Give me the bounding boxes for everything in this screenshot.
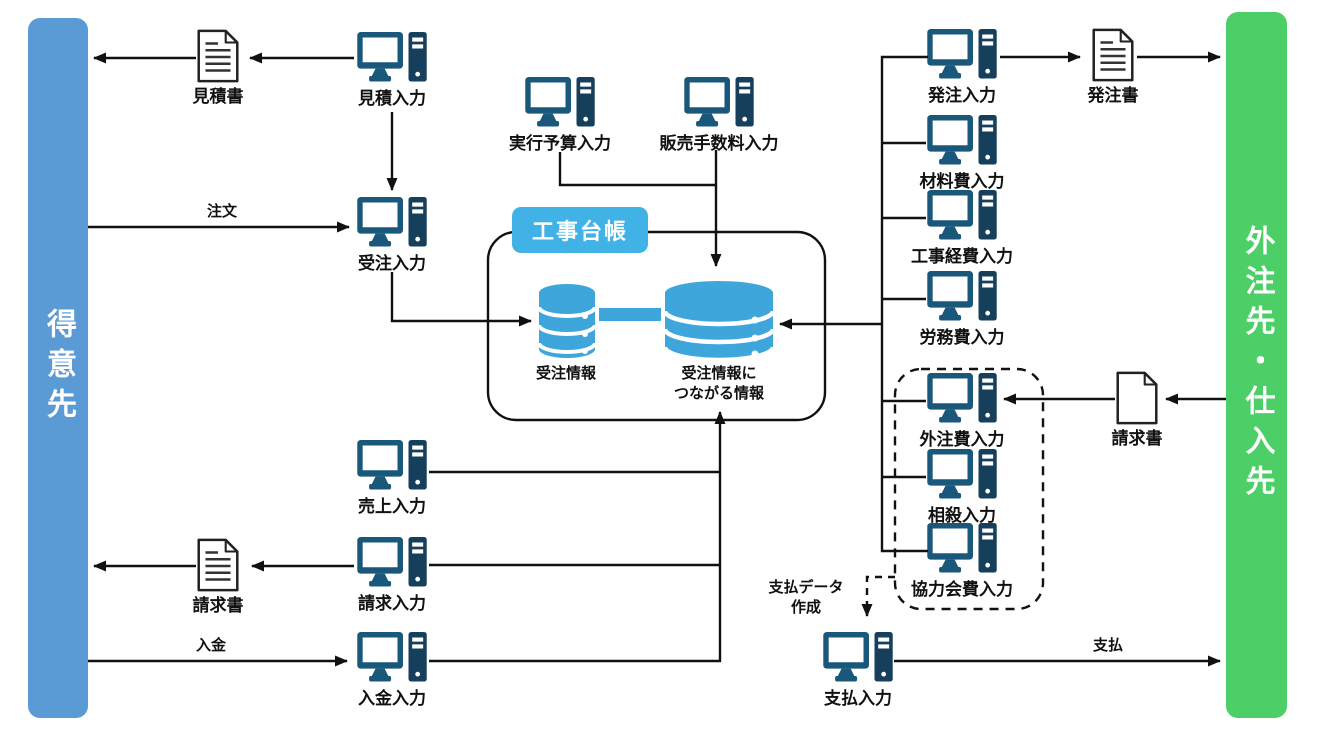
- document-invoice-to-customer: 請求書: [163, 538, 273, 615]
- terminal-offset-input: 相殺入力: [887, 449, 1037, 525]
- terminal-label: 受注入力: [358, 254, 426, 273]
- terminal-payment-input: 支払入力: [783, 632, 933, 708]
- document-lined-icon: [1091, 28, 1135, 82]
- terminal-label: 売上入力: [358, 497, 426, 516]
- flow-label-deposit: 入金: [195, 637, 226, 654]
- terminal-deposit-input: 入金入力: [317, 632, 467, 708]
- db-small-label: 受注情報: [535, 365, 596, 382]
- flow-label-payment: 支払: [1092, 637, 1123, 654]
- flow-label-order: 注文: [206, 203, 237, 220]
- computer-icon: [822, 632, 894, 687]
- terminal-label: 販売手数料入力: [659, 134, 779, 153]
- document-lined-icon: [196, 29, 240, 83]
- db-big-label-line2: つながる情報: [673, 385, 764, 402]
- subcontractor-supplier-bar: 外注先・仕入先: [1226, 12, 1287, 718]
- terminal-label: 実行予算入力: [509, 134, 611, 153]
- computer-icon: [356, 440, 428, 495]
- subcontractor-supplier-bar-label: 外注先・仕入先: [1240, 225, 1274, 505]
- computer-icon: [926, 29, 998, 84]
- arrow-order-input-to-order-db: [390, 272, 532, 327]
- terminal-labor-cost-input: 労務費入力: [887, 271, 1037, 347]
- document-plain-icon: [1115, 371, 1159, 425]
- customer-bar: 得意先: [28, 18, 88, 718]
- terminal-label: 協力会費入力: [911, 580, 1013, 599]
- document-purchase-order: 発注書: [1058, 28, 1168, 105]
- computer-icon: [356, 537, 428, 592]
- terminal-label: 発注入力: [928, 86, 996, 105]
- terminal-label: 労務費入力: [919, 328, 1005, 347]
- flow-label-payment-data-line1: 支払データ: [768, 579, 844, 596]
- terminal-partner-fee-input: 協力会費入力: [887, 523, 1037, 599]
- terminal-label: 外注費入力: [919, 430, 1005, 449]
- terminal-label: 工事経費入力: [911, 247, 1013, 266]
- terminal-label: 材料費入力: [919, 172, 1005, 191]
- customer-bar-label: 得意先: [42, 308, 75, 428]
- computer-icon: [524, 77, 596, 132]
- terminal-material-cost-input: 材料費入力: [887, 115, 1037, 191]
- terminal-purchase-order-input: 発注入力: [887, 29, 1037, 105]
- document-lined-icon: [196, 538, 240, 592]
- terminal-estimate-input: 見積入力: [317, 32, 467, 108]
- document-invoice-from-supplier: 請求書: [1082, 371, 1192, 448]
- terminal-sales-commission-input: 販売手数料入力: [644, 77, 794, 153]
- document-estimate: 見積書: [163, 29, 273, 106]
- computer-icon: [926, 190, 998, 245]
- arrow-left-feeds-to-ledger: [429, 411, 726, 663]
- computer-icon: [926, 373, 998, 428]
- terminal-execution-budget-input: 実行予算入力: [485, 77, 635, 153]
- db-big-label-line1: 受注情報に: [681, 365, 757, 382]
- ledger-badge-label: 工事台帳: [531, 219, 628, 244]
- database-icon-linked-info: [664, 281, 774, 362]
- flow-label-payment-data: 支払データ 作成: [756, 578, 856, 618]
- computer-icon: [356, 197, 428, 252]
- computer-icon: [926, 523, 998, 578]
- terminal-order-input: 受注入力: [317, 197, 467, 273]
- line-execution-budget-join: [558, 152, 716, 187]
- terminal-sales-input: 売上入力: [317, 440, 467, 516]
- computer-icon: [926, 449, 998, 504]
- terminal-subcontract-cost-input: 外注費入力: [887, 373, 1037, 449]
- document-label: 発注書: [1087, 86, 1139, 105]
- computer-icon: [926, 271, 998, 326]
- terminal-label: 見積入力: [358, 89, 426, 108]
- terminal-label: 請求入力: [358, 594, 426, 613]
- database-link-bar: [599, 308, 661, 321]
- terminal-billing-input: 請求入力: [317, 537, 467, 613]
- terminal-label: 支払入力: [824, 689, 892, 708]
- computer-icon: [683, 77, 755, 132]
- document-label: 請求書: [1111, 429, 1163, 448]
- document-label: 見積書: [192, 87, 244, 106]
- db-big-label: 受注情報に つながる情報: [654, 364, 784, 404]
- computer-icon: [356, 32, 428, 87]
- document-label: 請求書: [192, 596, 244, 615]
- computer-icon: [926, 115, 998, 170]
- computer-icon: [356, 632, 428, 687]
- terminal-label: 入金入力: [358, 689, 426, 708]
- database-icon-order-info: [538, 284, 596, 358]
- ledger-badge: 工事台帳: [512, 207, 648, 253]
- flow-label-payment-data-line2: 作成: [790, 599, 821, 616]
- terminal-construction-expense-input: 工事経費入力: [887, 190, 1037, 266]
